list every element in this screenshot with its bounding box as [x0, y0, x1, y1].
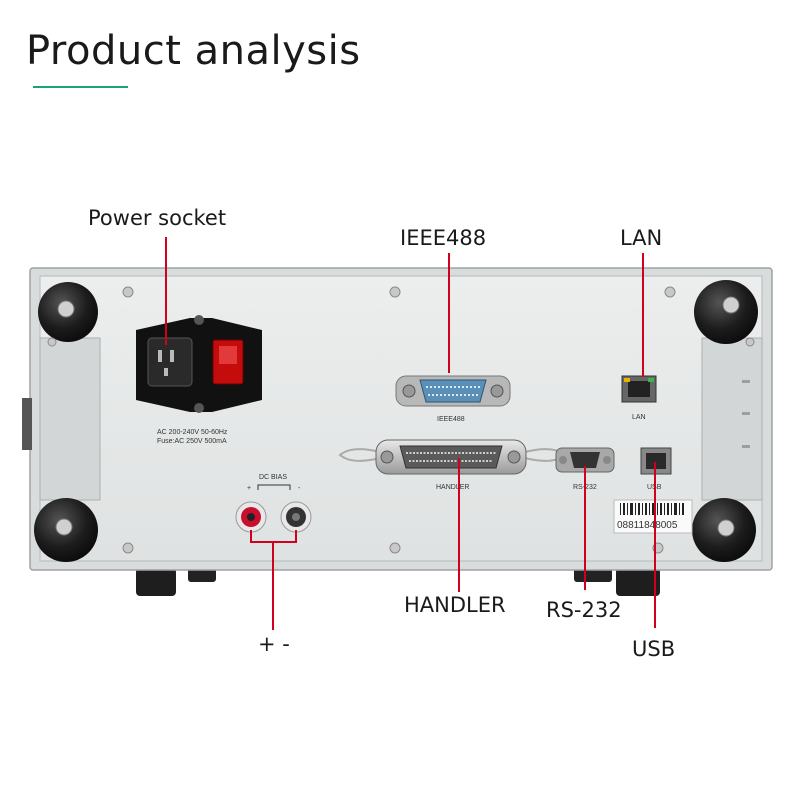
foot-bottom-right	[616, 568, 660, 596]
corner-foot-tr	[694, 280, 758, 344]
dc-bias-terminals	[235, 484, 312, 533]
callout-lines	[165, 237, 656, 630]
power-rating-1: AC 200-240V 50-60Hz	[157, 429, 228, 436]
left-side-tab	[22, 398, 32, 450]
left-bracket	[39, 337, 101, 501]
callout-lan: LAN	[620, 226, 663, 250]
foot-bottom-left	[136, 568, 176, 596]
ieee488-connector	[395, 375, 511, 407]
right-bracket	[701, 337, 763, 501]
lan-panel-label: LAN	[632, 414, 646, 421]
title-underline	[33, 86, 128, 88]
callout-dc-bias: + -	[258, 632, 290, 656]
dc-bias-plus: +	[247, 485, 251, 492]
callout-rs232: RS-232	[546, 598, 622, 622]
callout-handler: HANDLER	[404, 593, 506, 617]
barcode	[620, 503, 684, 515]
lan-port	[621, 375, 657, 403]
callout-ieee488: IEEE488	[400, 226, 487, 250]
handler-panel-label: HANDLER	[436, 484, 469, 491]
callout-power-socket: Power socket	[88, 206, 227, 230]
screws	[47, 286, 755, 554]
power-rating-2: Fuse:AC 250V 500mA	[157, 438, 227, 445]
power-socket	[136, 315, 262, 413]
corner-foot-bl	[34, 498, 98, 562]
dc-bias-minus: -	[298, 485, 301, 492]
ieee488-panel-label: IEEE488	[437, 416, 465, 423]
serial-number: 08811848005	[617, 520, 678, 531]
foot-bottom-mid	[188, 568, 216, 582]
page-title: Product analysis	[26, 28, 361, 74]
callout-usb: USB	[632, 637, 676, 661]
dc-bias-label: DC BIAS	[259, 474, 287, 481]
corner-foot-br	[692, 498, 756, 562]
corner-foot-tl	[38, 282, 98, 342]
foot-bottom-mid2	[574, 568, 612, 582]
rs232-connector	[555, 447, 615, 473]
handler-connector	[338, 439, 567, 475]
